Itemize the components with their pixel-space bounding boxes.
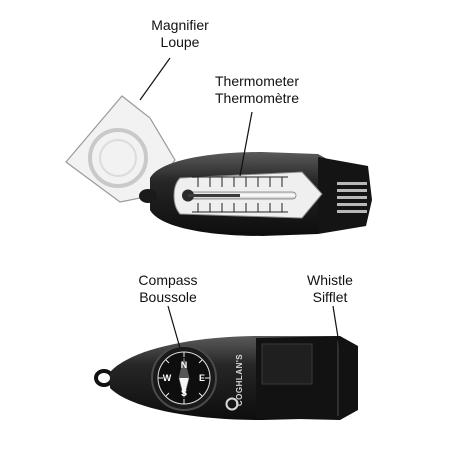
brand-wordmark: COGHLAN'S xyxy=(235,354,244,406)
compass-callout: Compass Boussole xyxy=(128,272,208,306)
compass-letter-s: S xyxy=(181,388,187,398)
compass-letter-w: W xyxy=(163,373,172,383)
whistle-mouth xyxy=(261,343,313,385)
thermometer-window xyxy=(173,171,323,219)
thermometer-label: Thermometer xyxy=(214,73,300,89)
leader-compass xyxy=(167,305,181,349)
magnifier-label: Magnifier xyxy=(151,17,209,33)
whistle-label-fr: Sifflet xyxy=(312,289,348,305)
whistle-label: Whistle xyxy=(307,272,353,288)
magnifier-lens xyxy=(65,95,176,203)
lanyard-loop xyxy=(94,369,114,387)
bottom-whistle-end xyxy=(256,336,358,420)
compass-letter-e: E xyxy=(199,373,205,383)
leader-whistle xyxy=(332,305,341,351)
compass-letter-n: N xyxy=(181,360,188,370)
compass-dial: N E S W xyxy=(151,345,217,411)
whistle-vents xyxy=(337,182,367,213)
magnifier-callout: Magnifier Loupe xyxy=(140,17,220,51)
compass-label: Compass xyxy=(138,272,198,288)
compass-ticks xyxy=(158,352,210,404)
brand-logo: COGHLAN'S xyxy=(225,354,244,411)
leader-thermometer xyxy=(239,111,253,177)
compass-label-fr: Boussole xyxy=(139,289,197,305)
leader-lines xyxy=(139,57,341,351)
thermometer-fluid xyxy=(188,194,240,197)
thermometer-upper-scale xyxy=(192,176,288,187)
whistle-callout: Whistle Sifflet xyxy=(290,272,370,306)
top-whistle-end xyxy=(318,157,372,234)
thermometer-lower-scale xyxy=(192,203,288,213)
magnifier-label-fr: Loupe xyxy=(160,34,200,50)
leader-magnifier xyxy=(139,57,171,101)
thermometer-callout: Thermometer Thermomètre xyxy=(202,73,312,107)
thermometer-label-fr: Thermomètre xyxy=(214,90,300,106)
brand-c-icon xyxy=(225,397,239,411)
